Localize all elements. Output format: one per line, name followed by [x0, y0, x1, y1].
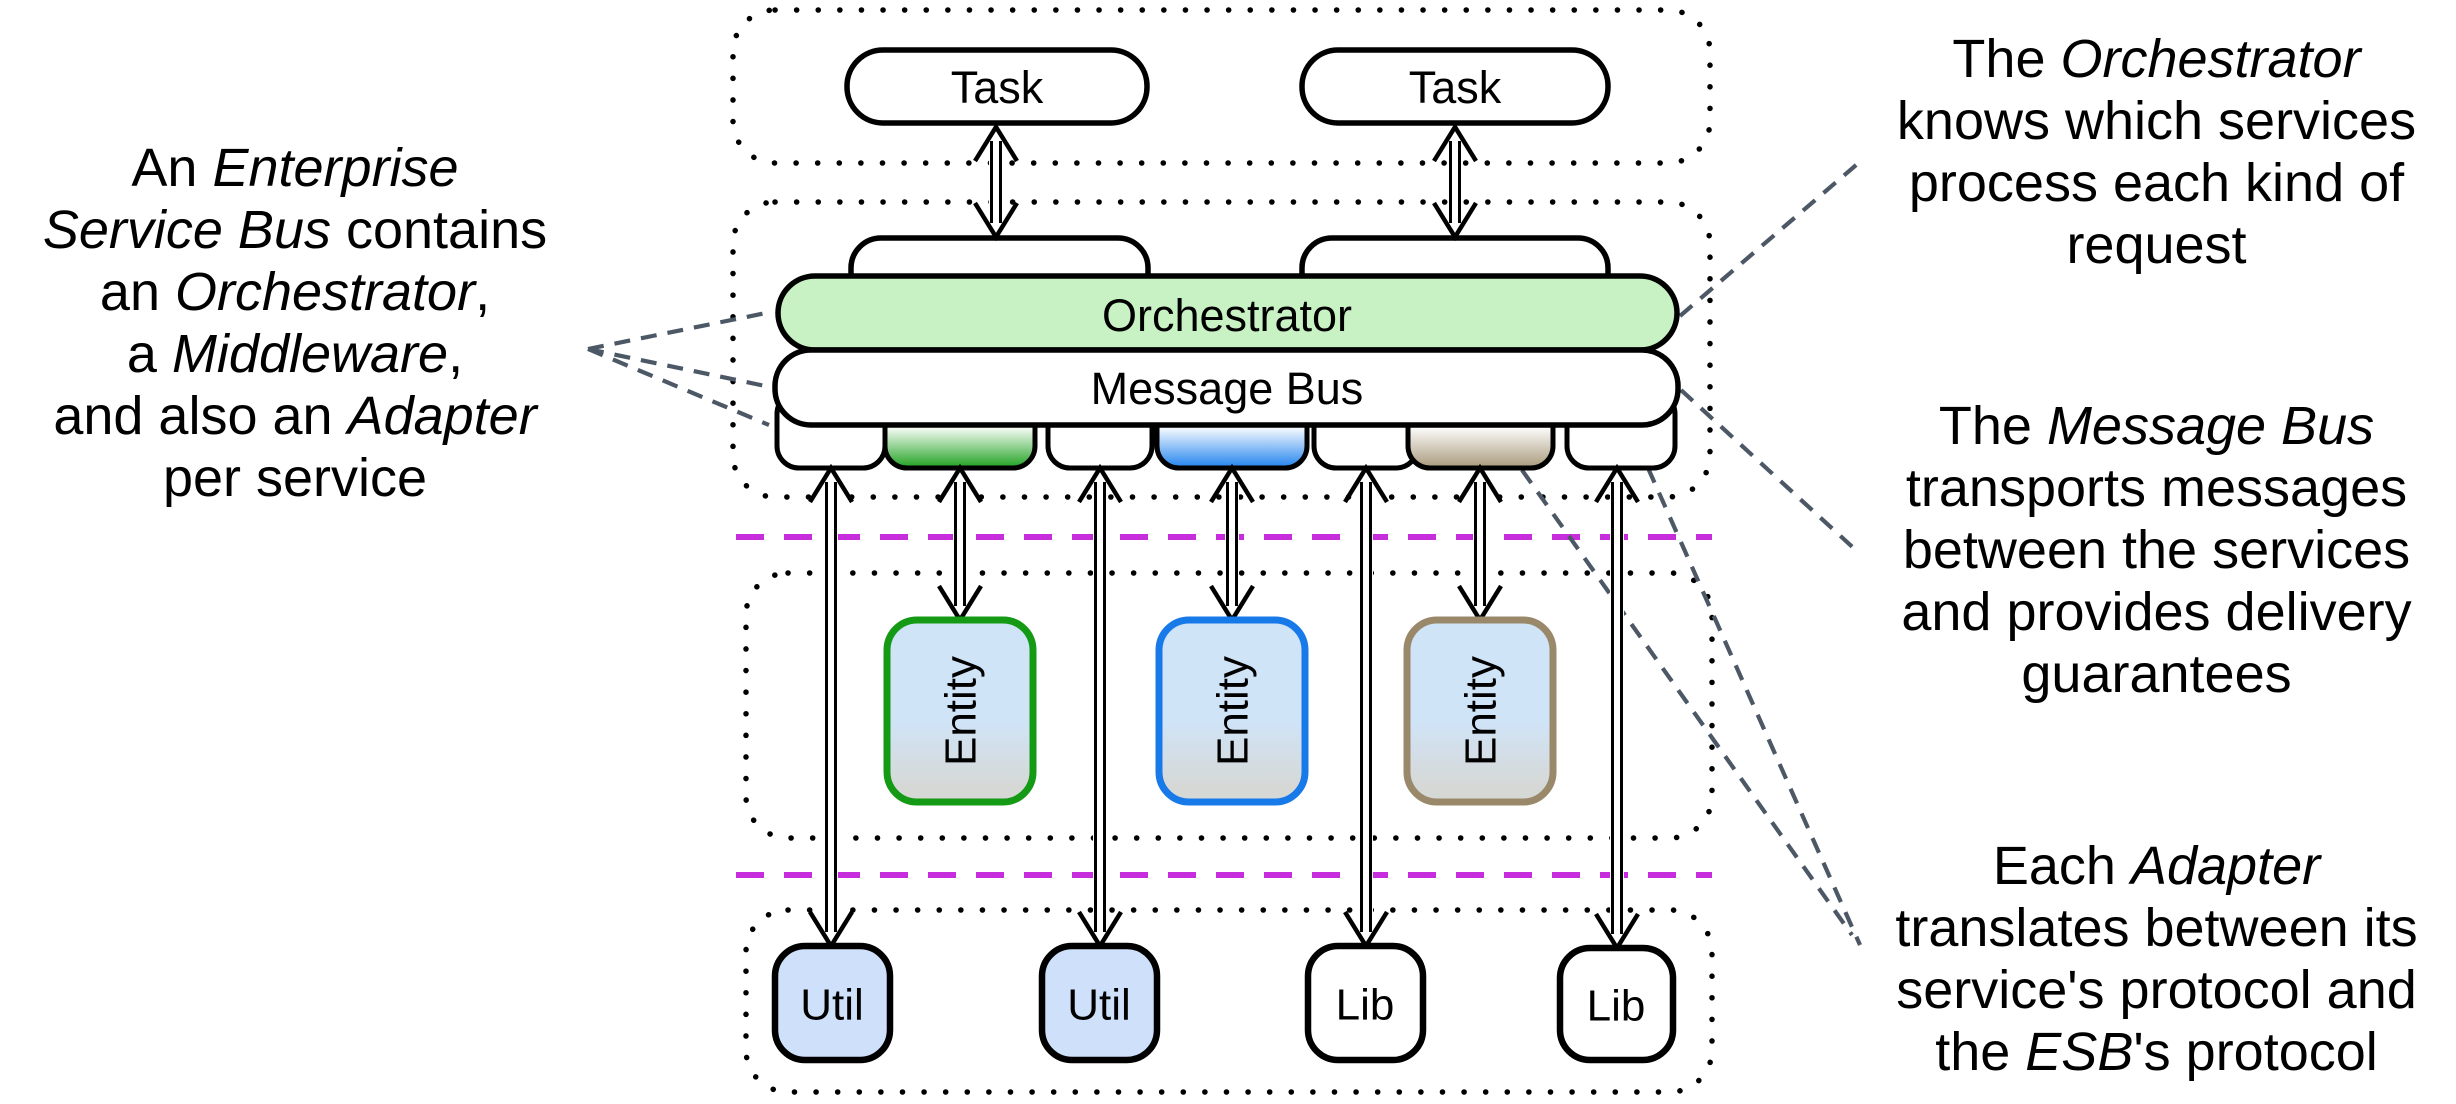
lib-box-1	[1304, 942, 1427, 1064]
note-line: transports messages	[1905, 458, 2408, 518]
note-line: process each kind of	[1908, 153, 2405, 213]
message-bus-bar	[772, 347, 1681, 428]
task-box-1	[844, 47, 1150, 126]
arrow-lib-2	[1594, 463, 1640, 953]
orchestrator-note: The Orchestrator knows which services pr…	[1857, 28, 2456, 276]
arrow-util-2	[1077, 463, 1123, 951]
util-label-2: Util	[1067, 980, 1131, 1029]
note-line: The Orchestrator	[1952, 29, 2361, 89]
entity-box-blue	[1155, 616, 1309, 806]
callout-line-orchestrator-note	[1678, 158, 1864, 318]
note-line: Service Bus contains	[42, 200, 548, 260]
callout-line-esb-to-orchestrator	[587, 309, 772, 352]
arrow-entity-1	[937, 463, 983, 625]
callout-line-esb-to-adapter	[587, 347, 770, 427]
note-line: service's protocol and	[1896, 960, 2417, 1020]
adapter-note: Each Adapter translates between its serv…	[1857, 835, 2456, 1083]
note-line: the ESB's protocol	[1935, 1022, 2378, 1082]
callout-line-adapter-note-1	[1520, 468, 1854, 937]
entity-label-3: Entity	[1456, 656, 1505, 766]
callout-line-bus-note	[1679, 388, 1861, 555]
entities-layer-dotted-box	[743, 570, 1715, 841]
arrow-task-2	[1432, 122, 1478, 242]
note-line: a Middleware,	[126, 324, 464, 384]
note-line: An Enterprise	[131, 138, 459, 198]
note-line: Each Adapter	[1992, 836, 2321, 896]
entity-box-green	[883, 616, 1037, 806]
orchestrator-label: Orchestrator	[1102, 290, 1352, 341]
util-box-2	[1038, 942, 1161, 1064]
note-line: guarantees	[2021, 644, 2292, 704]
lib-label-2: Lib	[1587, 981, 1646, 1030]
message-bus-label: Message Bus	[1091, 363, 1364, 414]
note-line: between the services	[1902, 520, 2411, 580]
callout-line-esb-to-bus	[587, 346, 771, 390]
message-bus-note: The Message Bus transports messages betw…	[1857, 395, 2456, 705]
task-box-2	[1299, 47, 1611, 126]
connection-arrows	[808, 122, 1640, 953]
note-line: The Message Bus	[1938, 396, 2375, 456]
note-line: and also an Adapter	[53, 386, 537, 446]
note-line: per service	[162, 448, 428, 508]
callout-line-adapter-note-2	[1646, 467, 1862, 946]
task-label-1: Task	[951, 62, 1044, 113]
note-line: request	[2066, 215, 2247, 275]
util-box-1	[771, 942, 894, 1064]
entity-box-tan	[1403, 616, 1557, 806]
arrow-entity-2	[1209, 463, 1255, 625]
libraries-layer-dotted-box	[743, 907, 1715, 1095]
note-line: and provides delivery	[1901, 582, 2412, 642]
util-label-1: Util	[800, 980, 864, 1029]
entity-label-1: Entity	[936, 656, 985, 766]
esb-note: An Enterprise Service Bus contains an Or…	[0, 137, 590, 509]
arrow-task-1	[973, 122, 1019, 242]
lib-box-2	[1556, 944, 1677, 1064]
note-line: translates between its	[1895, 898, 2418, 958]
clients-layer-dotted-box	[730, 7, 1713, 166]
task-label-2: Task	[1409, 62, 1502, 113]
note-line: an Orchestrator,	[99, 262, 491, 322]
arrow-lib-1	[1343, 463, 1389, 951]
arrow-entity-3	[1457, 463, 1503, 625]
note-line: knows which services	[1896, 91, 2417, 151]
esb-layer-dotted-box	[730, 199, 1713, 500]
lib-label-1: Lib	[1336, 980, 1395, 1029]
entity-label-2: Entity	[1208, 656, 1257, 766]
arrow-util-1	[808, 463, 854, 951]
